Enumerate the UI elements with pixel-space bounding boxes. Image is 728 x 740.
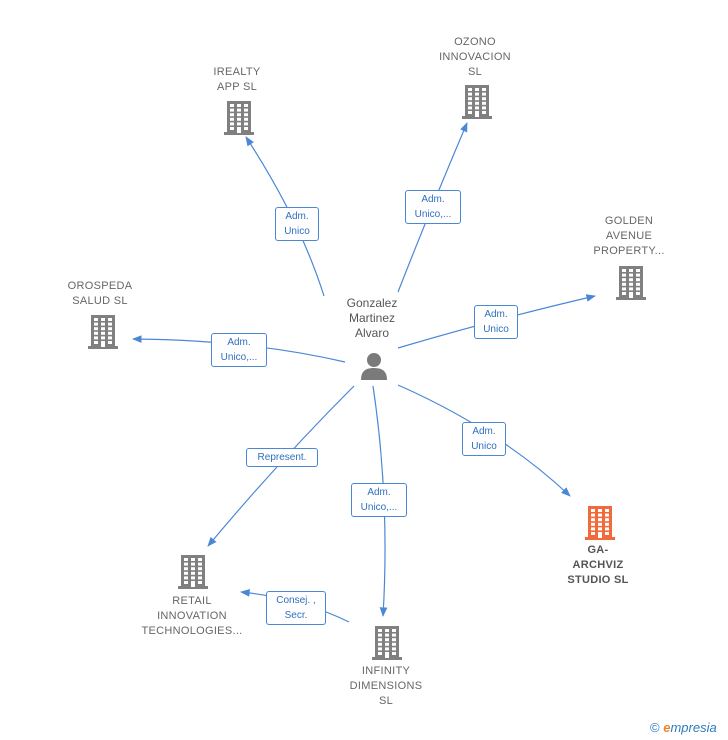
company-label-gaarchviz[interactable]: GA- ARCHVIZ STUDIO SL: [567, 544, 629, 586]
company-label-infinity[interactable]: INFINITY DIMENSIONS SL: [349, 665, 423, 707]
building-icon[interactable]: [583, 505, 617, 541]
relation-label-retail[interactable]: Represent.: [246, 448, 318, 467]
building-icon[interactable]: [222, 100, 256, 136]
building-icon[interactable]: [86, 314, 120, 350]
relation-label-golden[interactable]: Adm. Unico: [474, 305, 518, 339]
relation-label-ozono[interactable]: Adm. Unico,...: [405, 190, 461, 224]
company-label-ozono[interactable]: OZONO INNOVACION SL: [439, 36, 511, 78]
person-name[interactable]: Gonzalez Martinez Alvaro: [346, 296, 398, 340]
brand-logo-text: mpresia: [670, 720, 717, 735]
company-label-irealty[interactable]: IREALTY APP SL: [213, 66, 261, 93]
relation-label-infinity[interactable]: Adm. Unico,...: [351, 483, 407, 517]
company-label-orospeda[interactable]: OROSPEDA SALUD SL: [67, 280, 133, 307]
building-icon[interactable]: [460, 84, 494, 120]
brand-logo-e: e: [663, 720, 671, 735]
relation-label-gaarchviz[interactable]: Adm. Unico: [462, 422, 506, 456]
building-icon[interactable]: [176, 554, 210, 590]
relation-label-orospeda[interactable]: Adm. Unico,...: [211, 333, 267, 367]
company-label-retail[interactable]: RETAIL INNOVATION TECHNOLOGIES...: [141, 595, 243, 637]
relation-label-irealty[interactable]: Adm. Unico: [275, 207, 319, 241]
footer-brand: © empresia: [650, 720, 717, 735]
building-icon[interactable]: [370, 625, 404, 661]
copyright-icon: ©: [650, 720, 660, 735]
person-icon[interactable]: [359, 351, 389, 381]
company-label-golden[interactable]: GOLDEN AVENUE PROPERTY...: [593, 215, 665, 257]
relation-label-infinity-retail[interactable]: Consej. , Secr.: [266, 591, 326, 625]
building-icon[interactable]: [614, 265, 648, 301]
